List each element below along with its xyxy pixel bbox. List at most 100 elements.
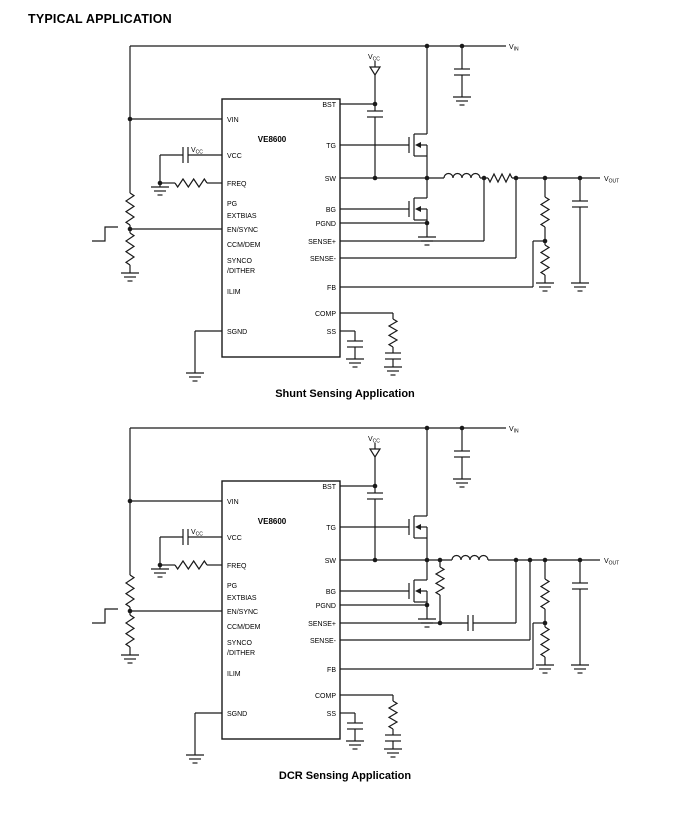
pin-label-pgnd: PGND (316, 603, 336, 610)
net-label-vout: VOUT (604, 176, 619, 185)
pin-label-en-sync: EN/SYNC (227, 609, 258, 616)
resistor (539, 626, 551, 658)
nmos-body-arrow (415, 524, 421, 530)
pin-label-fb: FB (327, 285, 336, 292)
net-label-vin: VIN (509, 44, 519, 53)
pin-label-ccm-dem: CCM/DEM (227, 242, 261, 249)
step-signal-icon (92, 226, 118, 242)
shunt-sensing-caption: Shunt Sensing Application (275, 388, 415, 400)
junction-dot (157, 180, 163, 186)
resistor (387, 700, 399, 730)
ic-outline (221, 480, 341, 740)
pin-label-vcc: VCC (227, 535, 242, 542)
net-label-vcc-top: VCC (368, 436, 380, 445)
junction-dot (424, 220, 430, 226)
resistor (124, 232, 136, 266)
pin-label-sw: SW (325, 558, 337, 565)
net-label-vcc-top-base: V (368, 54, 373, 61)
net-label-vcc-top-base: V (368, 436, 373, 443)
pin-label-ccm-dem: CCM/DEM (227, 624, 261, 631)
pin-label-synco: SYNCO (227, 640, 252, 647)
pin-label-freq: FREQ (227, 181, 247, 188)
pin-label-sense-minus: SENSE- (310, 638, 337, 645)
net-label-vout: VOUT (604, 558, 619, 567)
junction-dot (424, 43, 430, 49)
resistor (174, 177, 208, 189)
pin-label-dither: /DITHER (227, 650, 255, 657)
pin-label-pg: PG (227, 201, 237, 208)
diode (368, 448, 382, 459)
pin-label-bst: BST (322, 484, 336, 491)
pin-label-extbias: EXTBIAS (227, 595, 257, 602)
shunt-sensing-schematic: VE8600VINVCCFREQPGEXTBIASEN/SYNCCCM/DEMS… (92, 43, 619, 382)
pin-label-sense-minus: SENSE- (310, 256, 337, 263)
pin-label-ilim: ILIM (227, 671, 241, 678)
junction-dot (157, 562, 163, 568)
net-label-vcc-left: VCC (191, 147, 203, 156)
net-label-vcc-left-sub: CC (196, 532, 204, 538)
net-label-vout-base: V (604, 176, 609, 183)
step-signal-icon (92, 608, 118, 624)
pin-label-ss: SS (327, 329, 337, 336)
net-label-vin: VIN (509, 426, 519, 435)
pin-label-vin: VIN (227, 499, 239, 506)
resistor (434, 566, 446, 596)
ic-outline (221, 98, 341, 358)
pin-label-ss: SS (327, 711, 337, 718)
net-label-vin-base: V (509, 44, 514, 51)
pin-label-comp: COMP (315, 311, 336, 318)
pin-label-ilim: ILIM (227, 289, 241, 296)
net-label-vout-sub: OUT (609, 561, 620, 567)
nmos-body-arrow (415, 206, 421, 212)
net-label-vcc-left: VCC (191, 529, 203, 538)
inductor (451, 554, 489, 561)
pin-label-sense-plus: SENSE+ (308, 239, 336, 246)
resistor (124, 614, 136, 648)
pin-label-pgnd: PGND (316, 221, 336, 228)
pin-label-extbias: EXTBIAS (227, 213, 257, 220)
resistor (539, 196, 551, 228)
pin-label-bst: BST (322, 102, 336, 109)
net-label-vout-base: V (604, 558, 609, 565)
ic-name: VE8600 (258, 135, 287, 144)
pin-label-sgnd: SGND (227, 329, 247, 336)
net-label-vin-base: V (509, 426, 514, 433)
resistor (539, 244, 551, 276)
pin-label-sense-plus: SENSE+ (308, 621, 336, 628)
pin-label-bg: BG (326, 207, 336, 214)
resistor (387, 318, 399, 348)
resistor (487, 172, 513, 184)
pin-label-tg: TG (326, 143, 336, 150)
dcr-sensing-schematic: VE8600VINVCCFREQPGEXTBIASEN/SYNCCCM/DEMS… (92, 425, 619, 764)
net-label-vcc-top-sub: CC (373, 439, 381, 445)
pin-label-dither: /DITHER (227, 268, 255, 275)
pin-label-en-sync: EN/SYNC (227, 227, 258, 234)
inductor (443, 172, 481, 179)
pin-label-freq: FREQ (227, 563, 247, 570)
pin-label-synco: SYNCO (227, 258, 252, 265)
page-title: TYPICAL APPLICATION (28, 12, 172, 26)
pin-label-comp: COMP (315, 693, 336, 700)
net-label-vin-sub: IN (514, 47, 519, 53)
net-label-vcc-left-base: V (191, 529, 196, 536)
net-label-vin-sub: IN (514, 429, 519, 435)
ic-name: VE8600 (258, 517, 287, 526)
pin-label-vcc: VCC (227, 153, 242, 160)
resistor (124, 574, 136, 608)
pin-label-bg: BG (326, 589, 336, 596)
net-label-vcc-top: VCC (368, 54, 380, 63)
net-label-vcc-left-sub: CC (196, 150, 204, 156)
net-label-vout-sub: OUT (609, 179, 620, 185)
pin-label-vin: VIN (227, 117, 239, 124)
pin-label-fb: FB (327, 667, 336, 674)
resistor (539, 578, 551, 610)
dcr-sensing-caption: DCR Sensing Application (278, 770, 412, 782)
junction-dot (424, 425, 430, 431)
pin-label-sw: SW (325, 176, 337, 183)
diode (368, 66, 382, 77)
resistor (124, 192, 136, 226)
pin-label-sgnd: SGND (227, 711, 247, 718)
resistor (174, 559, 208, 571)
